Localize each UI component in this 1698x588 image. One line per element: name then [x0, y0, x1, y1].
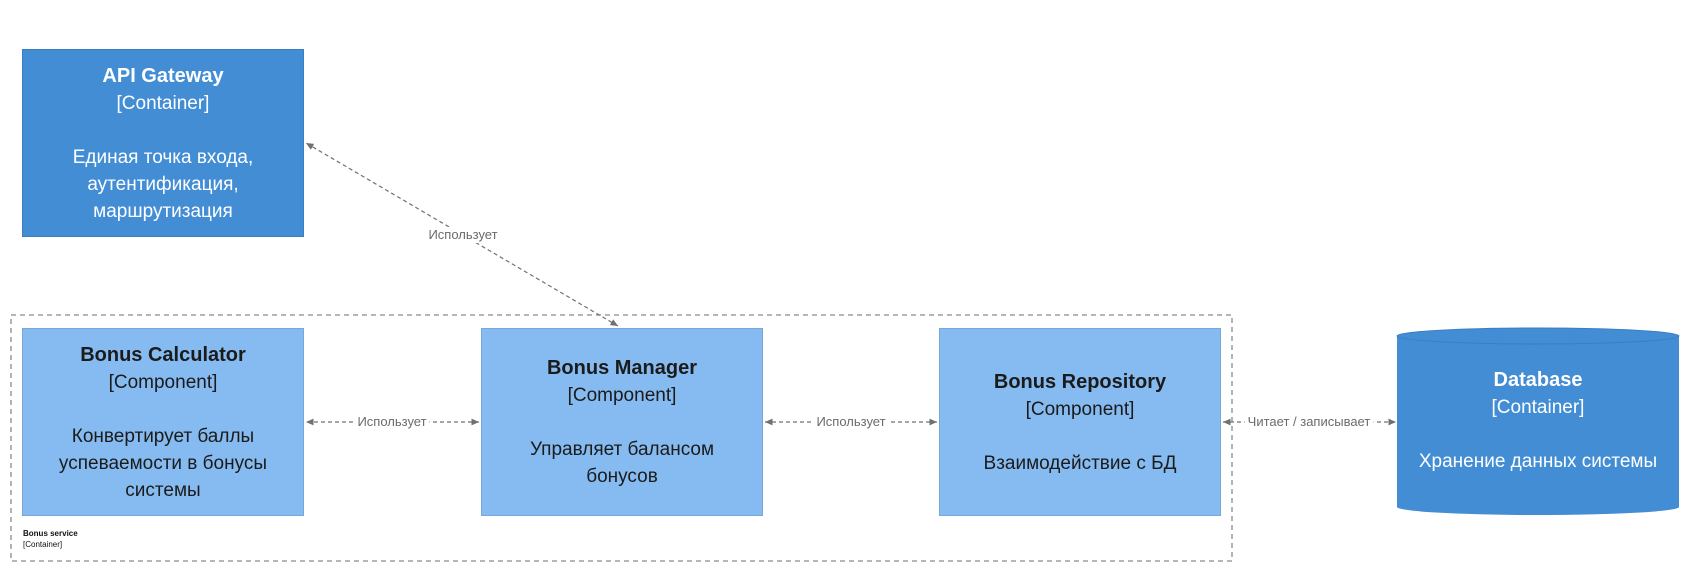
bonus-calculator-node[interactable]: Bonus Calculator [Component] Конвертируе…: [22, 328, 304, 516]
edge-label-manager-calculator: Использует: [354, 414, 430, 430]
boundary-title: Bonus service: [23, 529, 78, 538]
bonus-repository-node[interactable]: Bonus Repository [Component] Взаимодейст…: [939, 328, 1221, 516]
node-description: Взаимодействие с БД: [983, 452, 1177, 474]
node-title: Database: [1493, 368, 1583, 391]
node-kind: [Component]: [567, 385, 677, 406]
node-kind: [Container]: [116, 92, 210, 114]
node-description: Хранение данных системы: [1418, 450, 1658, 472]
database-node[interactable]: Database [Container] Хранение данных сис…: [1397, 340, 1679, 500]
node-kind: [Component]: [108, 371, 218, 393]
bonus-manager-node[interactable]: Bonus Manager [Component] Управляет бала…: [481, 328, 763, 516]
database-cylinder: [1396, 327, 1680, 515]
node-title: Bonus Manager: [546, 357, 698, 379]
node-kind: [Component]: [1025, 398, 1135, 420]
api-gateway-node[interactable]: API Gateway [Container] Единая точка вхо…: [22, 49, 304, 237]
edge-label-manager-repository: Использует: [813, 414, 889, 430]
edge-label-manager-api: Использует: [425, 227, 501, 243]
boundary-label: Bonus service [Container]: [23, 528, 78, 550]
node-title: Bonus Repository: [993, 370, 1167, 393]
node-title: API Gateway: [102, 64, 224, 87]
boundary-kind: [Container]: [23, 540, 63, 549]
bonus-service-boundary: [10, 314, 1233, 562]
node-kind: [Container]: [1491, 396, 1585, 418]
node-description: Конвертирует баллы успеваемости в бонусы…: [58, 425, 268, 501]
node-description: Управляет балансом бонусов: [529, 439, 715, 487]
node-description: Единая точка входа, аутентификация, марш…: [72, 146, 254, 222]
edge-label-repository-database: Читает / записывает: [1244, 414, 1374, 430]
node-title: Bonus Calculator: [80, 343, 246, 366]
edge-manager-api: [305, 142, 619, 327]
